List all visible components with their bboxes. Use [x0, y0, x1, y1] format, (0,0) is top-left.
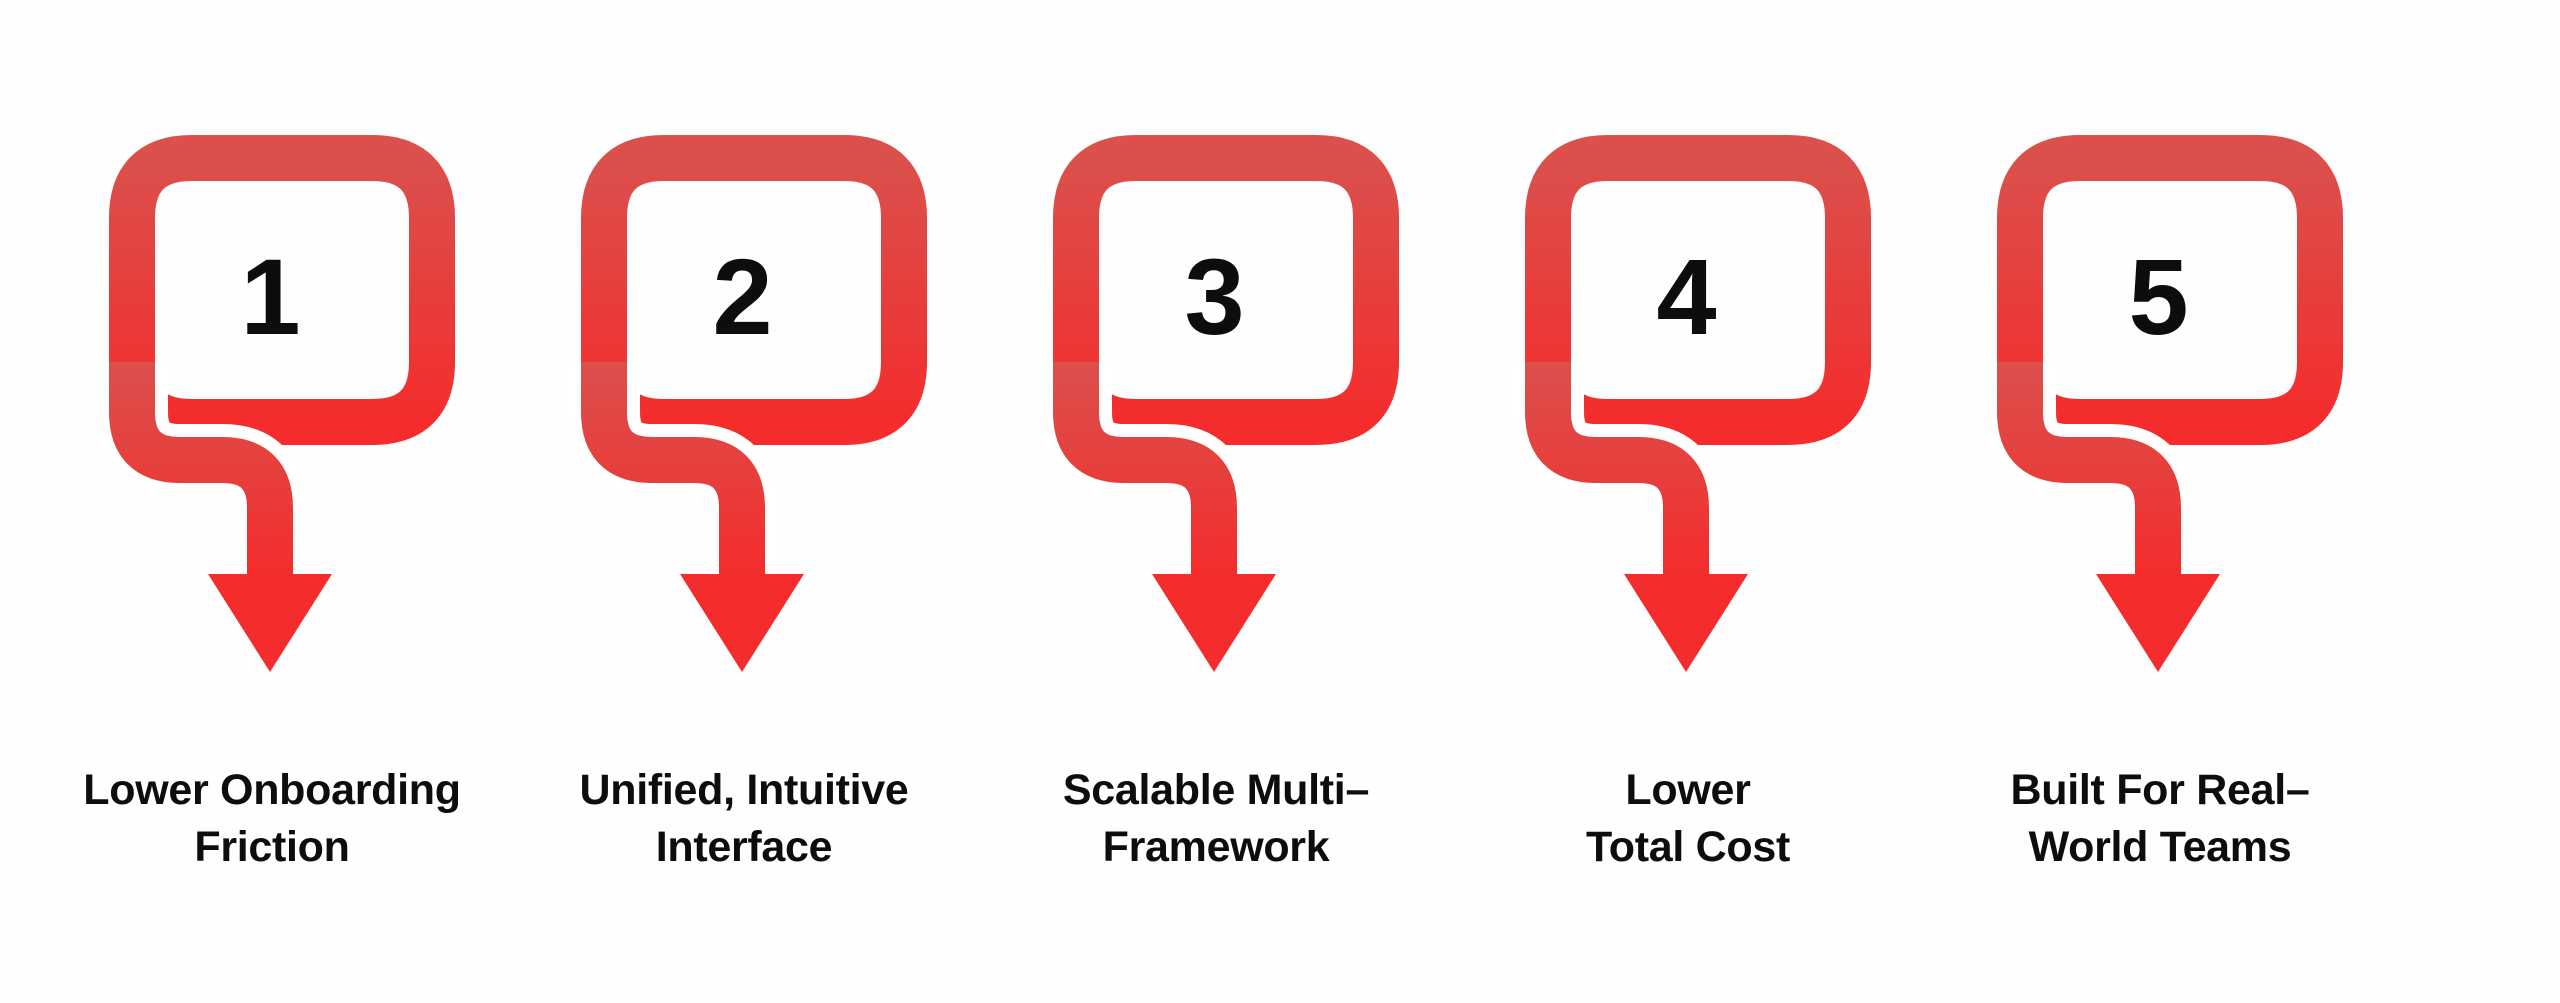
step-label: Built For Real– World Teams — [2010, 766, 2310, 871]
badge-arrow-graphic — [542, 112, 962, 732]
rounded-square-badge — [1053, 135, 1399, 445]
step-item[interactable]: 1 Lower Onboarding Friction — [42, 0, 514, 1003]
step-label: Lower Total Cost — [1585, 766, 1791, 871]
step-item[interactable]: 3 Scalable Multi– Framework — [986, 0, 1458, 1003]
step-item[interactable]: 2 Unified, Intuitive Interface — [514, 0, 986, 1003]
rounded-square-badge — [1525, 135, 1871, 445]
badge-arrow-graphic — [1486, 112, 1906, 732]
badge-arrow-graphic — [70, 112, 490, 732]
down-arrow-icon — [568, 362, 804, 672]
step-label: Lower Onboarding Friction — [83, 766, 461, 871]
step-label: Unified, Intuitive Interface — [579, 766, 909, 871]
down-arrow-icon — [1984, 362, 2220, 672]
badge-arrow-graphic — [1014, 112, 1434, 732]
down-arrow-icon — [1512, 362, 1748, 672]
badge-arrow-graphic — [1958, 112, 2378, 732]
down-arrow-icon — [1040, 362, 1276, 672]
rounded-square-badge — [581, 135, 927, 445]
down-arrow-icon — [96, 362, 332, 672]
step-item[interactable]: 4 Lower Total Cost — [1458, 0, 1930, 1003]
rounded-square-badge — [109, 135, 455, 445]
step-item[interactable]: 5 Built For Real– World Teams — [1930, 0, 2402, 1003]
step-label: Scalable Multi– Framework — [1062, 766, 1370, 871]
rounded-square-badge — [1997, 135, 2343, 445]
